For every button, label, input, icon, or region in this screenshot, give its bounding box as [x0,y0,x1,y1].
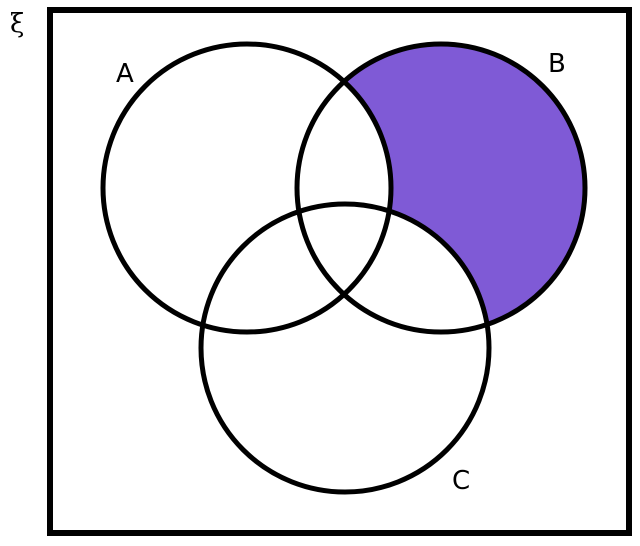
set-b-label: B [548,49,566,79]
universal-set-symbol: ξ [10,9,24,39]
set-a-label: A [116,59,134,89]
set-a-circle [100,41,394,335]
set-b-circle [294,41,588,335]
set-c-circle [198,201,492,495]
set-c-label: C [452,466,470,496]
